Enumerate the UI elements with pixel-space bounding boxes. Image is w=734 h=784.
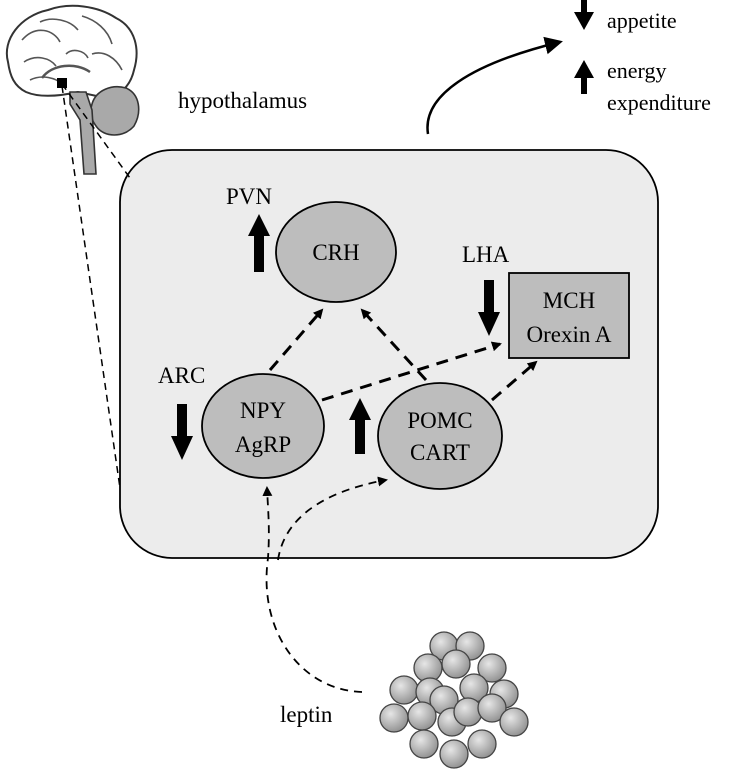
- pomc-up-arrow-icon: [349, 398, 371, 454]
- adipose-cells-icon: [379, 631, 529, 769]
- hypothalamus-label: hypothalamus: [178, 88, 307, 113]
- arc-label: ARC: [158, 363, 205, 388]
- output-arrow: [426, 36, 563, 135]
- legend-expenditure: expenditure: [607, 90, 711, 115]
- crh-node: CRH: [275, 201, 397, 303]
- pvn-label: PVN: [226, 184, 272, 209]
- leptin-to-npy-arrow: [262, 486, 363, 693]
- up-arrow-icon: [574, 60, 594, 94]
- legend-appetite: appetite: [607, 8, 677, 33]
- agrp-label: AgRP: [235, 432, 291, 457]
- crh-label: CRH: [312, 240, 359, 265]
- pvn-up-arrow-icon: [248, 214, 270, 272]
- pomc-to-mch-arrow: [491, 360, 538, 402]
- lha-label: LHA: [462, 242, 510, 267]
- pomc-cart-node: POMC CART: [377, 382, 503, 490]
- down-arrow-icon: [574, 0, 594, 30]
- npy-to-mch-arrow: [321, 341, 502, 402]
- arc-down-arrow-icon: [171, 404, 193, 460]
- npy-to-crh-arrow: [268, 308, 324, 371]
- orexin-label: Orexin A: [527, 322, 612, 347]
- mch-label: MCH: [543, 288, 595, 313]
- mch-orexin-node: MCH Orexin A: [508, 272, 630, 359]
- lha-down-arrow-icon: [478, 280, 500, 336]
- npy-label: NPY: [240, 398, 286, 423]
- brain-to-panel-dash-1: [61, 85, 121, 489]
- npy-agrp-node: NPY AgRP: [201, 373, 325, 479]
- pomc-to-crh-arrow: [360, 308, 428, 382]
- brain-to-panel-dash-2: [61, 83, 131, 179]
- hypothalamus-marker: [57, 78, 67, 88]
- pomc-label: POMC: [407, 408, 472, 433]
- leptin-to-pomc-arrow: [277, 476, 388, 561]
- legend: appetite energy expenditure: [574, 0, 711, 115]
- cart-label: CART: [410, 440, 470, 465]
- brain-icon: [5, 4, 140, 175]
- legend-energy: energy: [607, 58, 666, 83]
- leptin-label: leptin: [280, 702, 333, 727]
